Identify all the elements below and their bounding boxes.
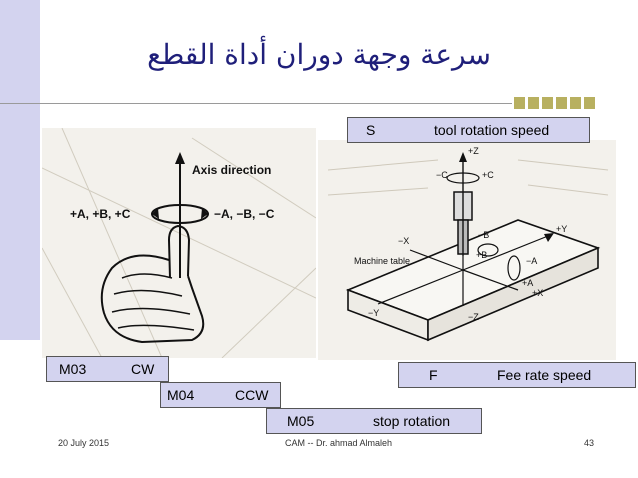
spindle-speed-label: S tool rotation speed	[347, 117, 590, 143]
m05-label: M05 stop rotation	[266, 408, 482, 434]
hand-rule-drawing: Axis direction +A, +B, +C −A, −B, −C	[41, 127, 317, 359]
axis-label: +Y	[556, 224, 567, 234]
m05-description: stop rotation	[373, 413, 451, 429]
divider-square	[528, 97, 539, 109]
axis-label: −C	[436, 170, 448, 180]
f-code: F	[429, 367, 438, 383]
axis-label: −Z	[468, 312, 479, 322]
m03-code: M03	[59, 361, 87, 377]
m04-description: CCW	[235, 387, 269, 403]
footer-date: 20 July 2015	[58, 438, 110, 448]
machine-table-label: Machine table	[354, 256, 410, 266]
divider-square	[570, 97, 581, 109]
slide-title: سرعة وجهة دوران أداة القطع	[147, 38, 491, 71]
m04-code: M04	[167, 387, 195, 403]
axis-label: +B	[476, 250, 487, 260]
machine-axes-figure: +Z −Z −C +C −B +B −X +X −Y +Y −A +A Mach…	[318, 140, 616, 360]
feed-rate-label: F Fee rate speed	[398, 362, 636, 388]
divider-square	[556, 97, 567, 109]
m04-label: M04 CCW	[160, 382, 281, 408]
axis-label: +C	[482, 170, 494, 180]
axis-label: −A	[526, 256, 537, 266]
s-code: S	[366, 122, 376, 138]
axis-direction-label: Axis direction	[192, 163, 271, 177]
axis-label: +Z	[468, 146, 479, 156]
s-description: tool rotation speed	[434, 122, 550, 138]
f-description: Fee rate speed	[497, 367, 592, 383]
m03-description: CW	[131, 361, 155, 377]
m05-code: M05	[287, 413, 315, 429]
divider-square	[542, 97, 553, 109]
divider-square	[584, 97, 595, 109]
axis-label: −Y	[368, 308, 379, 318]
m03-label: M03 CW	[46, 356, 169, 382]
machine-axes-drawing: +Z −Z −C +C −B +B −X +X −Y +Y −A +A Mach…	[327, 146, 609, 342]
axis-label: −B	[478, 230, 489, 240]
title-divider	[0, 103, 512, 104]
positive-rotation-labels: +A, +B, +C	[70, 207, 131, 221]
footer-center: CAM -- Dr. ahmad Almaleh	[285, 438, 393, 448]
axis-label: +X	[532, 288, 543, 298]
axis-label: −X	[398, 236, 409, 246]
negative-rotation-labels: −A, −B, −C	[214, 207, 275, 221]
right-hand-rule-figure: Axis direction +A, +B, +C −A, −B, −C	[41, 127, 317, 359]
divider-square	[514, 97, 525, 109]
page-number: 43	[584, 438, 595, 448]
left-accent-bar	[0, 0, 40, 340]
axis-label: +A	[522, 278, 533, 288]
